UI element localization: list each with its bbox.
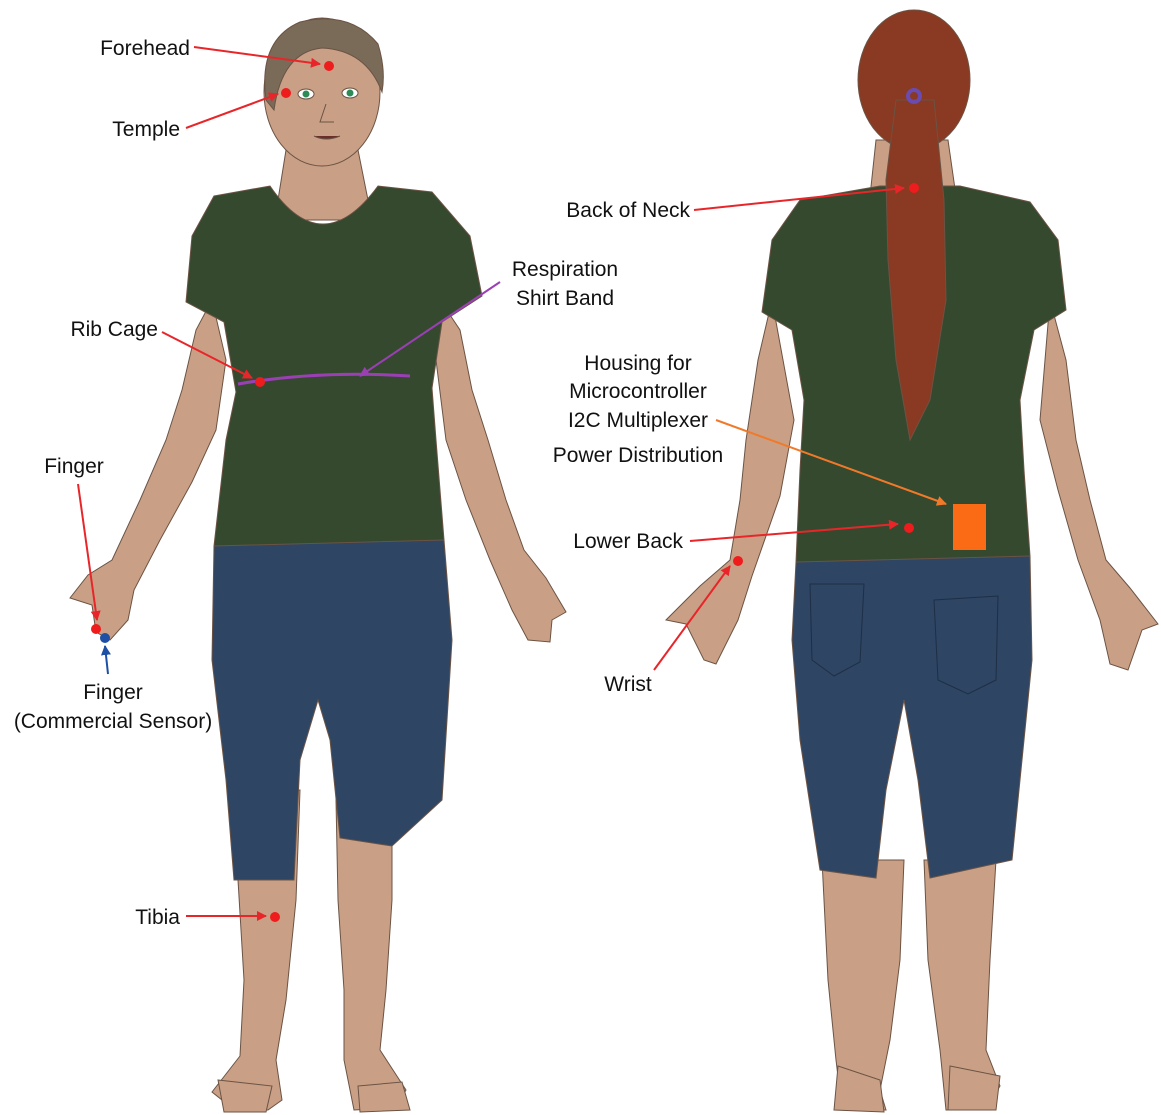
- finger-sensor: [91, 624, 101, 634]
- finger-commercial-sensor: [100, 633, 110, 643]
- front-shorts: [212, 540, 452, 880]
- label-housing-1: Housing for: [584, 352, 691, 375]
- housing-box: [953, 504, 986, 550]
- lower-back-sensor: [904, 523, 914, 533]
- label-tibia: Tibia: [135, 906, 180, 929]
- finger-commercial-arrow: [105, 646, 108, 674]
- label-forehead: Forehead: [100, 37, 190, 60]
- label-temple: Temple: [112, 118, 180, 141]
- label-wrist: Wrist: [604, 673, 652, 696]
- front-right-foot: [358, 1082, 410, 1112]
- front-right-arm: [436, 300, 566, 642]
- front-left-foot: [218, 1080, 272, 1112]
- label-housing-2: Microcontroller: [569, 380, 707, 403]
- wrist-sensor: [733, 556, 743, 566]
- back-right-arm: [1040, 300, 1158, 670]
- sensor-points: [91, 61, 919, 922]
- label-finger-commercial-1: Finger: [83, 681, 143, 704]
- forehead-sensor: [324, 61, 334, 71]
- label-rib-cage: Rib Cage: [70, 318, 158, 341]
- tibia-sensor: [270, 912, 280, 922]
- label-housing-3: I2C Multiplexer: [568, 409, 708, 432]
- label-respiration-2: Shirt Band: [516, 287, 614, 310]
- front-right-leg: [336, 800, 406, 1110]
- label-housing-4: Power Distribution: [553, 444, 723, 467]
- back-of-neck-sensor: [909, 183, 919, 193]
- label-back-of-neck: Back of Neck: [566, 199, 690, 222]
- rib-cage-sensor: [255, 377, 265, 387]
- temple-sensor: [281, 88, 291, 98]
- back-shorts: [792, 556, 1032, 878]
- label-finger-commercial-2: (Commercial Sensor): [14, 710, 212, 733]
- label-respiration-1: Respiration: [512, 258, 618, 281]
- label-lower-back: Lower Back: [573, 530, 683, 553]
- front-figure: [70, 18, 566, 1112]
- back-left-leg: [822, 860, 904, 1110]
- temple-arrow: [186, 94, 278, 128]
- label-finger: Finger: [44, 455, 104, 478]
